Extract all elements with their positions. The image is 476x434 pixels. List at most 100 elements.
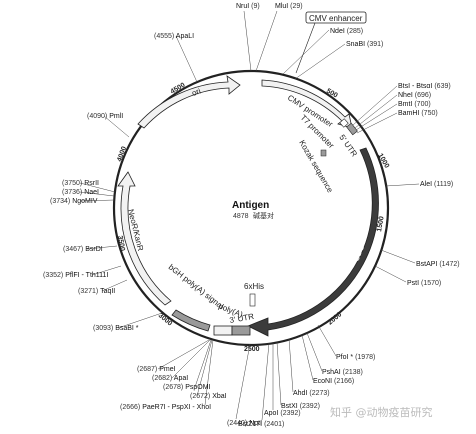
site-leader-s0 bbox=[243, 10, 252, 72]
site-pos-s32: (4555) bbox=[154, 33, 176, 40]
site-leader-s2 bbox=[282, 29, 330, 75]
site-name-s17: BstZ17I bbox=[238, 421, 264, 428]
plasmid-name: Antigen bbox=[232, 200, 269, 211]
his-block[interactable] bbox=[249, 293, 256, 307]
site-pos-s28: (3734) bbox=[50, 198, 72, 205]
site-label-s9[interactable]: BstAPI (1472) bbox=[416, 261, 460, 268]
site-label-s22[interactable]: (2682) ApaI bbox=[152, 375, 188, 382]
cmv-enhancer-box[interactable] bbox=[305, 11, 367, 24]
site-name-s23: PmeI bbox=[159, 366, 175, 373]
site-pos-s17: (2401) bbox=[264, 421, 284, 428]
site-label-s0[interactable]: NruI (9) bbox=[236, 3, 260, 10]
site-label-s15[interactable]: BstXI (2392) bbox=[281, 403, 320, 410]
site-leader-s25 bbox=[101, 279, 128, 292]
site-pos-s10: (1570) bbox=[421, 280, 441, 287]
site-label-s13[interactable]: EcoNI (2166) bbox=[313, 378, 354, 385]
polya-block[interactable] bbox=[231, 325, 251, 336]
site-pos-s30: (3750) bbox=[62, 180, 84, 187]
site-label-s7[interactable]: BamHI (750) bbox=[398, 110, 438, 117]
site-label-s19[interactable]: (2666) PaeR7I - PspXI - XhoI bbox=[120, 404, 211, 411]
site-label-s11[interactable]: PfoI * (1978) bbox=[336, 354, 375, 361]
site-pos-s3: (391) bbox=[367, 41, 383, 48]
site-leader-s11 bbox=[317, 324, 337, 357]
site-name-s11: PfoI * bbox=[336, 354, 355, 361]
site-name-s6: BmtI bbox=[398, 101, 414, 108]
site-leader-s26 bbox=[91, 265, 122, 276]
site-label-s14[interactable]: AhdI (2273) bbox=[293, 390, 330, 397]
utr3-block[interactable] bbox=[213, 325, 233, 336]
site-label-s1[interactable]: MluI (29) bbox=[275, 3, 303, 10]
tick-500: 500 bbox=[325, 88, 339, 100]
site-leader-s22 bbox=[171, 339, 211, 379]
site-name-s28: NgoMIV bbox=[72, 198, 98, 205]
site-leader-s7 bbox=[356, 112, 398, 134]
site-label-s24[interactable]: (3093) BsaBI * bbox=[93, 325, 139, 332]
site-label-s21[interactable]: (2678) PspOMI bbox=[163, 384, 211, 391]
restriction-sites: NruI (9) MluI (29) NdeI (285) SnaBI (391) Bt… bbox=[43, 3, 460, 428]
tick-1500: 1500 bbox=[376, 216, 386, 233]
site-label-s4[interactable]: BtsI - BtsαI (639) bbox=[398, 83, 451, 90]
bgh-polya-block[interactable] bbox=[171, 309, 211, 332]
site-name-s15: BstXI bbox=[281, 403, 300, 410]
site-label-s27[interactable]: (3467) BsrDI bbox=[63, 246, 103, 253]
site-leader-s1 bbox=[255, 10, 278, 72]
site-name-s16: ApoI bbox=[264, 410, 280, 417]
site-leader-s17 bbox=[261, 342, 270, 421]
neor-kanr-arrow[interactable] bbox=[117, 171, 172, 306]
site-label-s23[interactable]: (2687) PmeI bbox=[137, 366, 176, 373]
site-pos-s15: (2392) bbox=[300, 403, 320, 410]
site-name-s7: BamHI bbox=[398, 110, 421, 117]
site-pos-s7: (750) bbox=[421, 110, 437, 117]
site-name-s19: PaeR7I - PspXI - XhoI bbox=[142, 404, 211, 411]
site-label-s30[interactable]: (3750) RsrII bbox=[62, 180, 99, 187]
site-leader-s21 bbox=[194, 339, 212, 388]
plasmid-length-unit: 碱基对 bbox=[253, 211, 274, 220]
site-label-s31[interactable]: (4090) PmlI bbox=[87, 113, 123, 120]
site-label-s2[interactable]: NdeI (285) bbox=[330, 28, 363, 35]
site-name-s4: BtsI - BtsαI bbox=[398, 83, 434, 90]
tick-2500: 2500 bbox=[244, 346, 260, 353]
site-label-s8[interactable]: AleI (1119) bbox=[420, 181, 453, 188]
site-pos-s21: (2678) bbox=[163, 384, 185, 391]
site-name-s27: BsrDI bbox=[85, 246, 103, 253]
site-pos-s19: (2666) bbox=[120, 404, 142, 411]
site-label-s5[interactable]: NheI (696) bbox=[398, 92, 431, 99]
bgh-polya-label: bGH poly(A) signal bbox=[167, 262, 226, 311]
plasmid-length: 4878 bbox=[233, 213, 249, 220]
tick-2000: 2000 bbox=[327, 311, 344, 326]
site-name-s29: NaeI bbox=[84, 189, 99, 196]
site-label-s17[interactable]: BstZ17I (2401) bbox=[238, 421, 284, 428]
ori-arrow[interactable] bbox=[137, 75, 241, 129]
site-pos-s23: (2687) bbox=[137, 366, 159, 373]
site-name-s14: AhdI bbox=[293, 390, 309, 397]
t7-block[interactable] bbox=[339, 118, 349, 128]
site-label-s16[interactable]: ApoI (2392) bbox=[264, 410, 301, 417]
site-name-s12: PshAI bbox=[322, 369, 343, 376]
utr5-block[interactable] bbox=[346, 122, 358, 136]
site-label-s3[interactable]: SnaBI (391) bbox=[346, 41, 383, 48]
cds-arrow[interactable] bbox=[247, 147, 379, 337]
site-label-s32[interactable]: (4555) ApaLI bbox=[154, 33, 194, 40]
site-name-s2: NdeI bbox=[330, 28, 347, 35]
site-pos-s8: (1119) bbox=[434, 181, 453, 188]
site-name-s31: PmlI bbox=[109, 113, 123, 120]
site-label-s25[interactable]: (3271) TaqII bbox=[78, 288, 115, 295]
tick-3500: 3500 bbox=[116, 235, 126, 252]
site-label-s12[interactable]: PshAI (2138) bbox=[322, 369, 363, 376]
site-name-s30: RsrII bbox=[84, 180, 99, 187]
site-label-s20[interactable]: (2672) XbaI bbox=[190, 393, 227, 400]
site-label-s29[interactable]: (3736) NaeI bbox=[62, 189, 99, 196]
site-label-s6[interactable]: BmtI (700) bbox=[398, 101, 431, 108]
site-name-s26: PflFI - Tth111I bbox=[65, 272, 108, 279]
site-label-s18[interactable]: (2440) NotI bbox=[227, 420, 262, 427]
site-pos-s29: (3736) bbox=[62, 189, 84, 196]
kozak-block[interactable] bbox=[320, 149, 327, 157]
site-pos-s2: (285) bbox=[347, 28, 363, 35]
site-pos-s0: (9) bbox=[251, 3, 260, 10]
site-label-s10[interactable]: PstI (1570) bbox=[407, 280, 441, 287]
site-label-s28[interactable]: (3734) NgoMIV bbox=[50, 198, 98, 205]
site-pos-s1: (29) bbox=[290, 3, 302, 10]
tick-3000: 3000 bbox=[157, 312, 174, 327]
site-label-s26[interactable]: (3352) PflFI - Tth111I bbox=[43, 272, 108, 279]
